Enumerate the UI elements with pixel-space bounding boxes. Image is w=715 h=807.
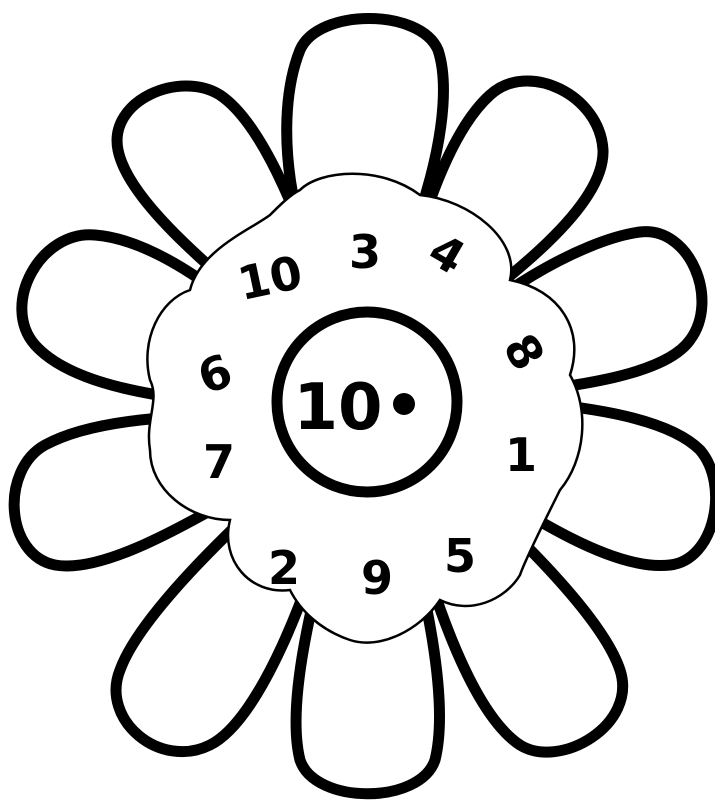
segment-number-left-lower: 7 xyxy=(203,435,235,489)
segment-number-right-lower: 1 xyxy=(505,428,537,482)
center-dot-icon xyxy=(393,393,415,415)
segment-number-top: 3 xyxy=(349,225,381,279)
segment-number-bottom-left: 2 xyxy=(268,541,300,595)
center-number: 10 xyxy=(293,371,382,445)
segment-number-bottom: 9 xyxy=(361,551,393,605)
segment-number-bottom-right: 5 xyxy=(444,529,476,583)
